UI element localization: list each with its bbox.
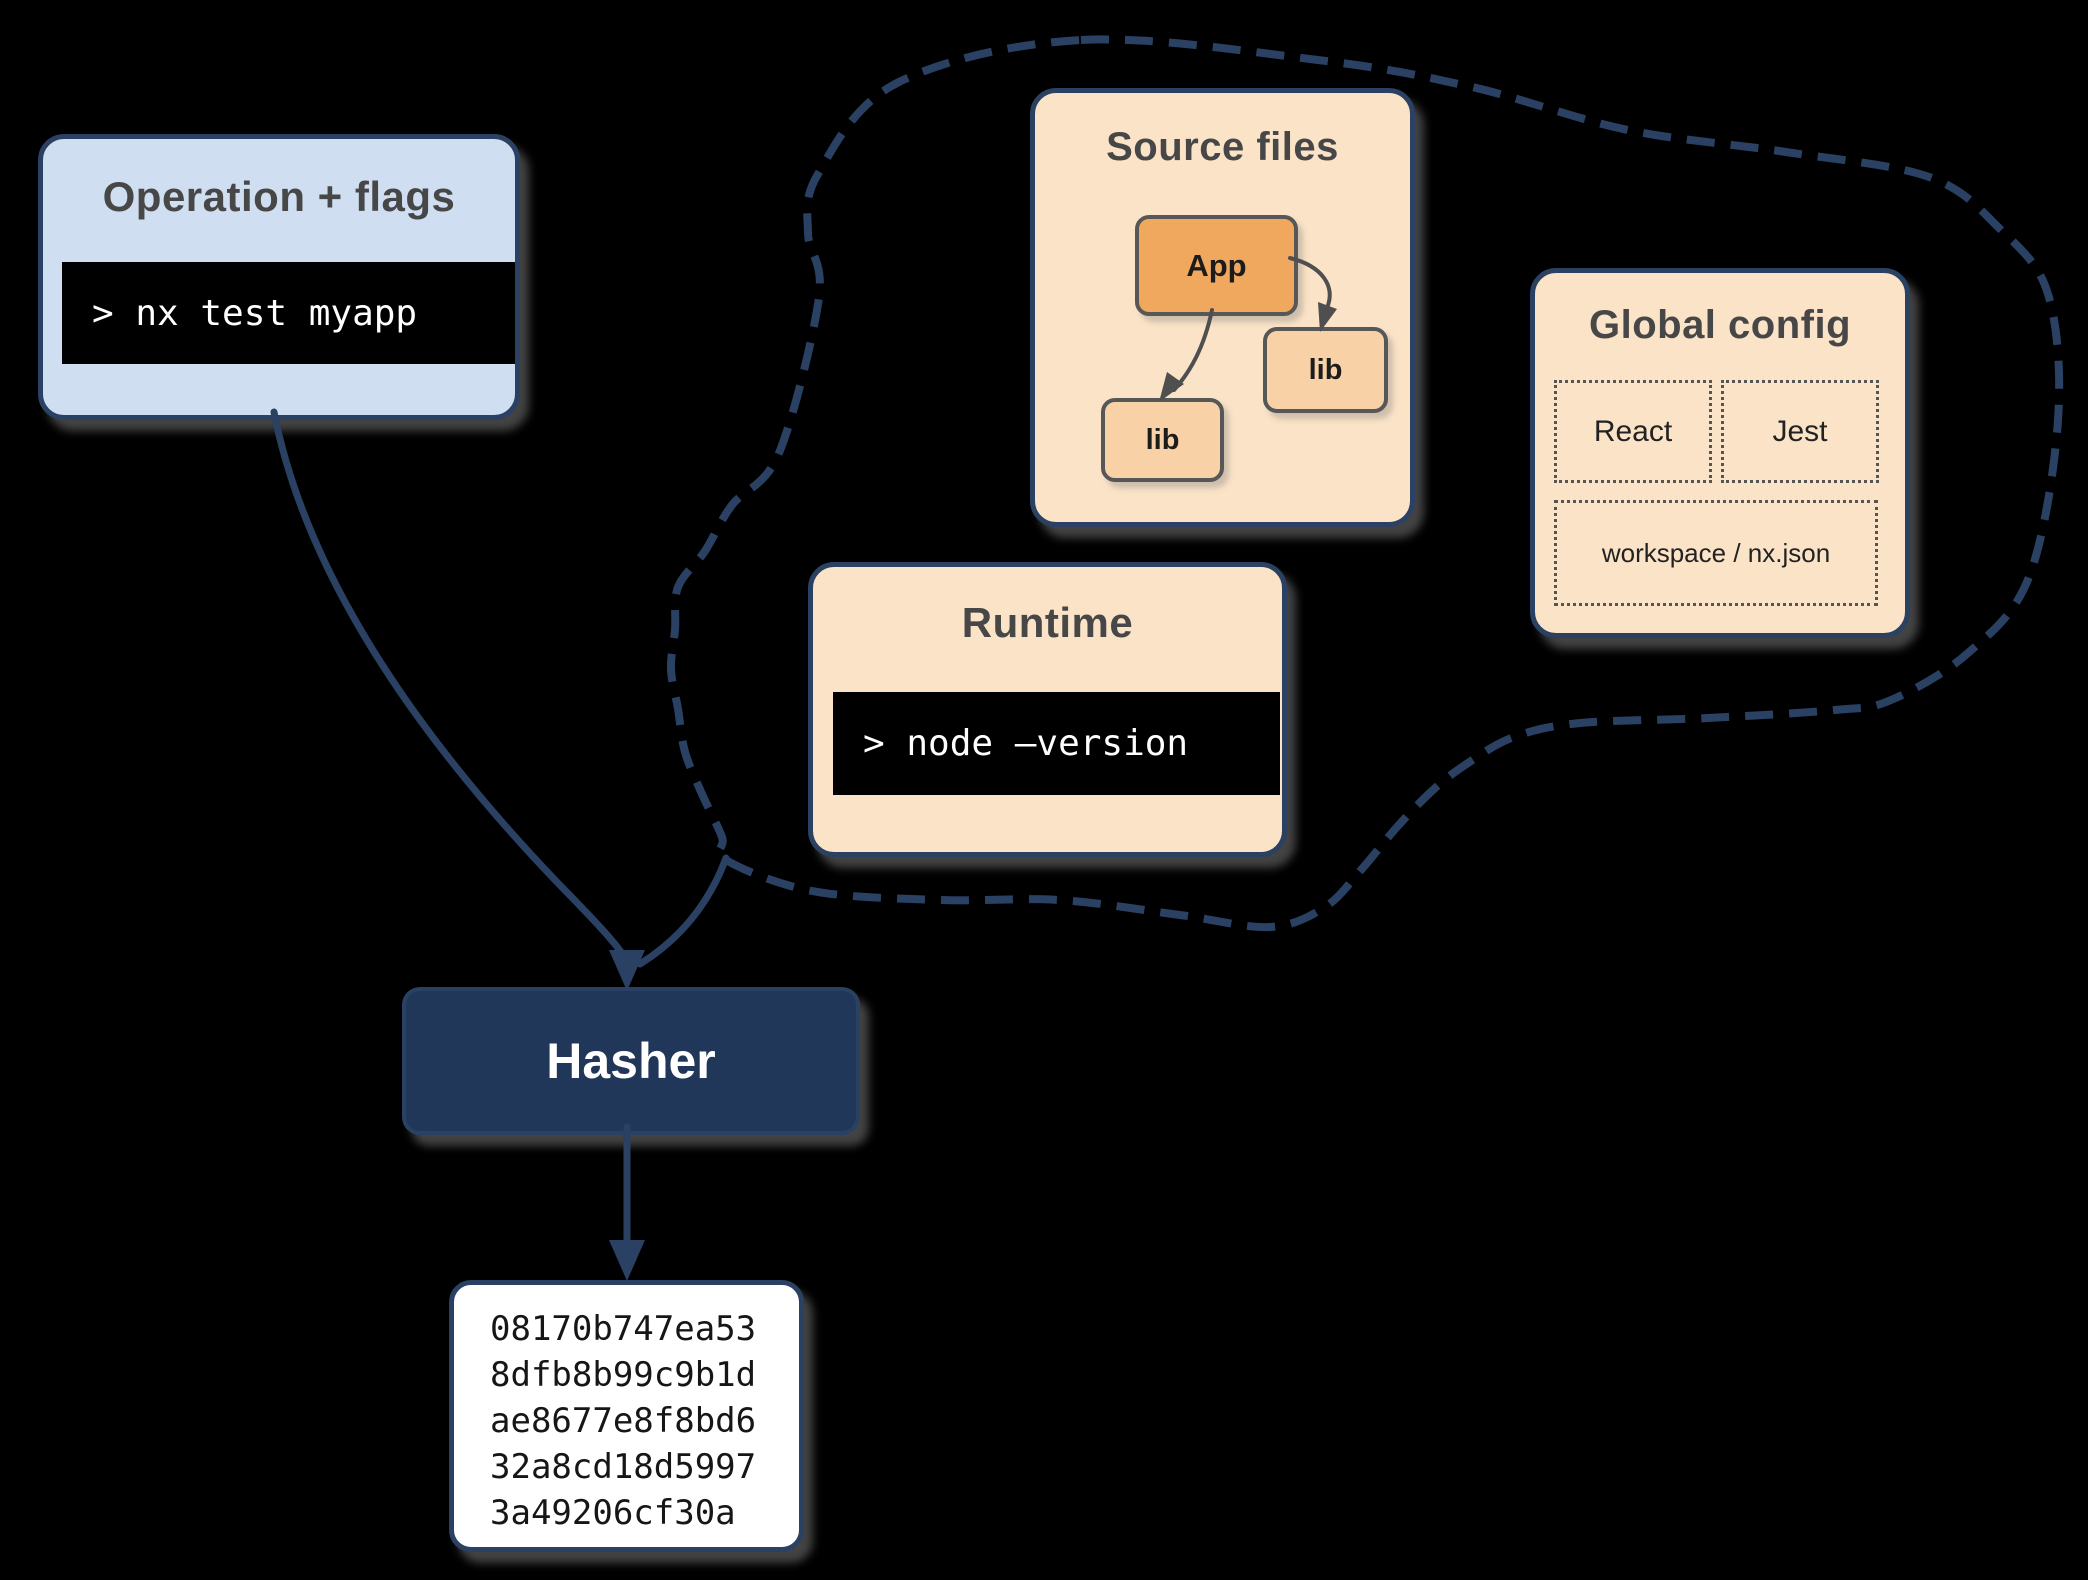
runtime-command-text: > node –version <box>863 723 1189 764</box>
hash-line: 32a8cd18d5997 <box>490 1447 757 1487</box>
runtime-terminal: > node –version <box>833 692 1280 795</box>
hash-output-box: 08170b747ea53 8dfb8b99c9b1d ae8677e8f8bd… <box>449 1280 804 1552</box>
config-item-workspace: workspace / nx.json <box>1554 500 1878 606</box>
config-item-jest: Jest <box>1721 380 1879 483</box>
hash-output-arrowhead <box>609 1240 645 1281</box>
config-item-react-label: React <box>1593 414 1673 448</box>
operation-command-text: > nx test myapp <box>92 292 418 334</box>
runtime-box: Runtime > node –version <box>808 562 1287 857</box>
global-config-box: Global config React Jest workspace / nx.… <box>1530 268 1910 638</box>
source-files-box: Source files App lib lib <box>1030 88 1415 527</box>
operation-to-hasher-curve <box>270 408 629 962</box>
lib-node-left-label: lib <box>1145 423 1180 456</box>
lib-node-right-label: lib <box>1308 353 1343 386</box>
hasher-box: Hasher <box>402 987 860 1135</box>
operation-terminal: > nx test myapp <box>62 262 515 364</box>
source-files-title: Source files <box>1106 125 1339 169</box>
operation-flags-title: Operation + flags <box>102 173 456 220</box>
hash-line: 3a49206cf30a <box>490 1493 736 1533</box>
hash-line: ae8677e8f8bd6 <box>490 1401 757 1441</box>
lib-node-left: lib <box>1101 398 1224 482</box>
hasher-label: Hasher <box>546 1033 716 1089</box>
hash-line: 08170b747ea53 <box>490 1309 757 1349</box>
operation-flags-box: Operation + flags > nx test myapp <box>38 134 520 420</box>
config-item-workspace-label: workspace / nx.json <box>1601 537 1831 568</box>
lib-node-right: lib <box>1263 327 1388 413</box>
app-node-label: App <box>1186 247 1247 283</box>
global-config-title: Global config <box>1588 303 1852 347</box>
config-item-react: React <box>1554 380 1712 483</box>
config-item-jest-label: Jest <box>1772 414 1828 448</box>
hasher-input-arrowhead <box>609 950 645 991</box>
hash-line: 8dfb8b99c9b1d <box>490 1355 757 1395</box>
app-node: App <box>1135 215 1298 316</box>
cloud-funnel-curve <box>636 854 730 968</box>
runtime-title: Runtime <box>961 599 1134 646</box>
